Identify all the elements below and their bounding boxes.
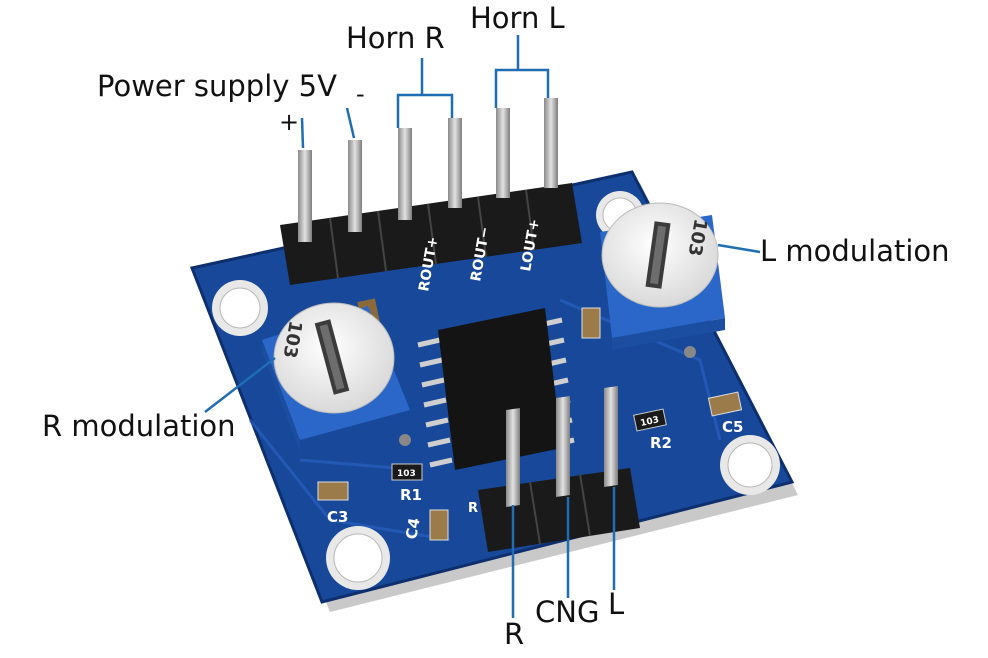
mounting-hole: [212, 280, 268, 336]
silk-c5: C5: [722, 418, 743, 436]
callout-l-mod: [717, 243, 761, 254]
header-pin-rout-m: [448, 118, 462, 208]
silk-c4: C4: [402, 516, 423, 540]
potentiometer-l: 103: [600, 202, 725, 350]
mounting-hole: [720, 435, 780, 495]
header-pin-plus: [298, 150, 312, 242]
label-minus: -: [356, 80, 365, 108]
callout-horn-r: [396, 93, 454, 128]
silk-r1: R1: [400, 486, 422, 504]
header-pin-lout-p: [544, 98, 558, 188]
smd-components: 103 103: [294, 298, 743, 541]
label-plus: +: [279, 108, 300, 136]
header-pin-minus: [348, 140, 362, 232]
capacitor-c3: [317, 481, 349, 501]
input-pin-cng: [556, 396, 570, 497]
input-pin-l: [604, 386, 618, 487]
silk-r-small: R: [468, 501, 478, 516]
callout-r-mod: [204, 357, 276, 413]
capacitor-c4: [429, 509, 449, 541]
input-header: [478, 386, 640, 552]
capacitor-c5: [707, 391, 743, 417]
header-pin-lout-m: [496, 108, 510, 198]
output-header: [280, 98, 582, 285]
resistor-r1: 103: [391, 463, 423, 481]
label-input-r: R: [504, 617, 525, 651]
callout-minus: [345, 107, 356, 139]
header-pin-rout-p: [398, 128, 412, 220]
label-horn-r: Horn R: [346, 21, 445, 55]
label-input-cng: CNG: [535, 595, 600, 629]
label-input-l: L: [608, 587, 625, 621]
capacitor-small: [581, 307, 601, 339]
callout-lines: [204, 35, 761, 618]
svg-text:103: 103: [640, 415, 660, 429]
callout-horn-l: [494, 68, 550, 108]
input-pin-r: [506, 408, 520, 507]
label-power-supply: Power supply 5V: [97, 69, 337, 103]
label-l-modulation: L modulation: [760, 234, 950, 268]
callout-plus: [300, 117, 305, 149]
resistor-r2: 103: [633, 408, 667, 432]
label-horn-l: Horn L: [470, 1, 565, 35]
mounting-hole: [326, 526, 390, 590]
svg-text:103: 103: [397, 469, 416, 479]
potentiometer-r: 103: [262, 302, 410, 452]
silk-c3: C3: [327, 508, 348, 526]
label-r-modulation: R modulation: [42, 409, 236, 443]
silk-r2: R2: [650, 434, 672, 452]
